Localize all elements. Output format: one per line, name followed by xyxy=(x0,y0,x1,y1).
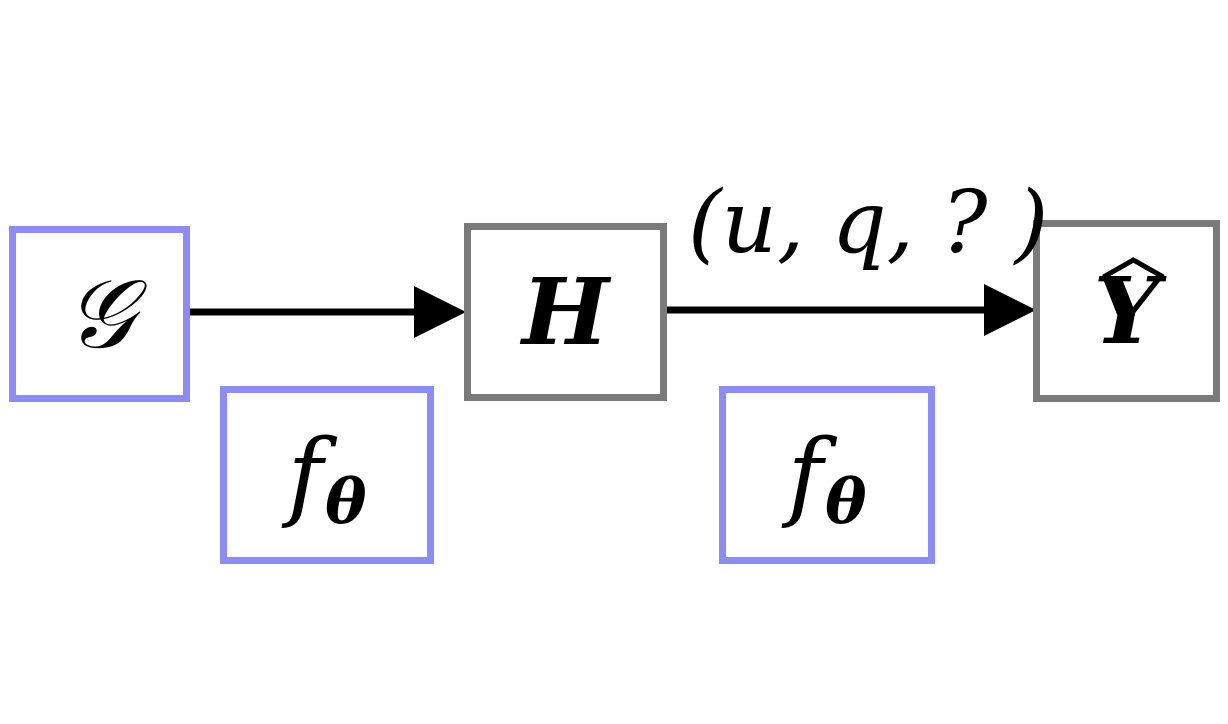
hat-accent-icon xyxy=(1101,257,1165,279)
prediction-symbol: Y xyxy=(1093,257,1160,365)
hidden-symbol: H xyxy=(522,258,609,366)
model-parameter-subscript: θ xyxy=(325,465,367,538)
graph-node: 𝒢 xyxy=(9,226,190,402)
hidden-representation-node: H xyxy=(464,223,667,401)
model-function-symbol: f xyxy=(287,419,324,531)
model-symbol-left: f θ xyxy=(287,419,367,533)
arrow-graph-to-hidden xyxy=(186,286,466,338)
prediction-node: Y xyxy=(1033,220,1220,402)
model-function-symbol: f xyxy=(787,419,824,531)
model-node-right: f θ xyxy=(719,386,935,564)
model-parameter-subscript: θ xyxy=(825,465,867,538)
graph-symbol: 𝒢 xyxy=(65,258,134,370)
model-node-left: f θ xyxy=(220,386,434,564)
prediction-symbol-group: Y xyxy=(1094,257,1165,357)
query-edge-label: (u, q, ? ) xyxy=(688,173,1049,273)
model-symbol-right: f θ xyxy=(787,419,867,533)
arrow-hidden-to-output xyxy=(662,284,1036,336)
